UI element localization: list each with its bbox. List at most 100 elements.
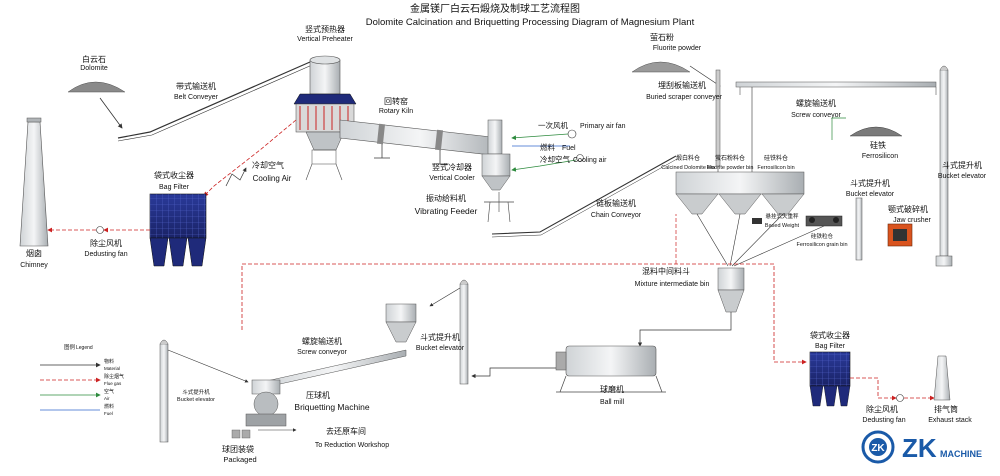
calcined-bin-label-zh: 煅白料仓 bbox=[676, 154, 700, 162]
dedusting-label-zh: 除尘风机 bbox=[90, 238, 122, 248]
exhaust-label-en: Exhaust stack bbox=[928, 417, 972, 424]
legend-air-en: Air bbox=[104, 396, 110, 401]
ferrosilicon-air-line bbox=[831, 117, 846, 140]
legend: 图例 Legend 物料 Material 除尘烟气 Flue gas 空气 A… bbox=[40, 343, 124, 416]
mixture-intermediate-bin bbox=[717, 267, 745, 313]
belt-label-zh: 带式输送机 bbox=[176, 81, 216, 91]
fluorite-label-zh: 萤石粉 bbox=[650, 32, 674, 42]
dedusting-fan-right bbox=[896, 394, 904, 402]
cooling-air-label-en: Cooling Air bbox=[253, 174, 292, 183]
screw-top-label-zh: 螺旋输送机 bbox=[796, 98, 836, 108]
cooler-label-zh: 竖式冷却器 bbox=[432, 162, 472, 172]
hopper-low bbox=[385, 303, 417, 343]
ball-mill bbox=[555, 345, 666, 393]
legend-fluegas-zh: 除尘烟气 bbox=[104, 373, 124, 380]
fluorite-bin-label-en: Fluorite powder bin bbox=[707, 165, 754, 171]
title-zh: 金属镁厂白云石煅烧及制球工艺流程图 bbox=[410, 2, 580, 15]
bag-filter-label-zh: 袋式收尘器 bbox=[154, 170, 194, 180]
bucket-elevator-mid bbox=[855, 197, 863, 261]
belt-conveyer-lower bbox=[117, 64, 313, 142]
cooler-label-en: Vertical Cooler bbox=[429, 175, 475, 182]
weight-label-zh: 悬挂式失重秤 bbox=[765, 212, 799, 220]
primary-air-fan bbox=[567, 129, 577, 139]
vib-feeder-label-en: Vibrating Feeder bbox=[415, 206, 478, 216]
legend-fuel-zh: 燃料 bbox=[104, 403, 114, 410]
ferro-grain-label-en: Ferrosilicon grain bin bbox=[796, 242, 847, 248]
fluorite-pile bbox=[631, 61, 691, 73]
dedusting2-label-en: Dedusting fan bbox=[862, 417, 905, 424]
calcined-bin-label-en: Calcined Dolomite bin bbox=[661, 165, 715, 171]
buried-label-zh: 埋刮板输送机 bbox=[658, 80, 706, 90]
briq-label-en: Briquetting Machine bbox=[294, 402, 369, 412]
ferrosilicon-label-en: Ferrosilicon bbox=[862, 153, 898, 160]
ballmill-label-en: Ball mill bbox=[600, 399, 625, 406]
screw-top-label-en: Screw conveyor bbox=[791, 112, 841, 119]
briq-label-zh: 压球机 bbox=[306, 390, 330, 400]
preheater-label-en: Vertical Preheater bbox=[297, 36, 353, 43]
flue-gas-to-fan2 bbox=[850, 377, 897, 401]
ferrosilicon-label-zh: 硅铁 bbox=[870, 140, 886, 150]
legend-fuel-en: Fuel bbox=[104, 411, 113, 416]
legend-fluegas-en: Flue gas bbox=[104, 381, 122, 386]
vibrating-feeder bbox=[484, 192, 514, 223]
mixture-label-en: Mixture intermediate bin bbox=[635, 281, 710, 288]
cooling-air2-label-en: Cooling air bbox=[573, 157, 607, 164]
primary-air-line bbox=[511, 133, 569, 141]
cooling-air2-label-zh: 冷却空气 bbox=[540, 154, 570, 164]
flue-gas-line-1 bbox=[203, 119, 297, 197]
vib-feeder-label-zh: 振动给料机 bbox=[426, 193, 466, 203]
bucket-left-label-zh: 斗式提升机 bbox=[182, 388, 210, 396]
dedusting-label-en: Dedusting fan bbox=[84, 251, 127, 258]
legend-title-en: Legend bbox=[76, 345, 93, 351]
ferrosilicon-grain-bin bbox=[805, 215, 843, 227]
logo-zk-big: ZK bbox=[902, 433, 937, 463]
legend-air-zh: 空气 bbox=[104, 388, 114, 395]
legend-material-zh: 物料 bbox=[104, 358, 114, 365]
ferro-bin-label-zh: 硅铁料仓 bbox=[764, 154, 788, 162]
dolomite-pile bbox=[67, 81, 126, 93]
bucket-low-label-zh: 斗式提升机 bbox=[420, 332, 460, 342]
belt-conveyer bbox=[117, 61, 311, 139]
bucket-elevator-right bbox=[935, 65, 953, 267]
packaged-bags bbox=[231, 428, 297, 439]
cooling-air-arrow bbox=[225, 167, 247, 187]
logo-text: MACHINE bbox=[940, 449, 982, 459]
ferro-bin-label-en: Ferrosilicon bin bbox=[757, 165, 794, 171]
bag-filter2-label-en: Bag Filter bbox=[815, 343, 846, 350]
bucket-elevator-left bbox=[159, 339, 249, 443]
mixer-to-ballmill bbox=[637, 312, 732, 347]
kiln-label-en: Rotary Kiln bbox=[379, 108, 413, 115]
bucket-left-label-en: Bucket elevator bbox=[177, 397, 215, 403]
dedusting2-label-zh: 除尘风机 bbox=[866, 404, 898, 414]
bucket-low-label-en: Bucket elevator bbox=[416, 345, 465, 352]
cooling-air-label-zh: 冷却空气 bbox=[252, 160, 284, 170]
jaw-crusher bbox=[887, 223, 913, 247]
screw-low-label-zh: 螺旋输送机 bbox=[302, 336, 342, 346]
kiln-label-zh: 回转窑 bbox=[384, 96, 408, 106]
primary-air-label-zh: 一次风机 bbox=[538, 120, 568, 130]
exhaust-stack bbox=[933, 355, 951, 401]
buried-label-en: Buried scraper conveyer bbox=[646, 94, 723, 101]
fuel-label-zh: 燃料 bbox=[540, 142, 555, 152]
chain-conveyor-lower bbox=[491, 158, 678, 238]
logo-mark: ZK bbox=[871, 443, 885, 454]
primary-air-label-en: Primary air fan bbox=[580, 123, 626, 130]
preheater-label-zh: 竖式预热器 bbox=[305, 24, 345, 34]
screw-low-label-en: Screw conveyor bbox=[297, 349, 347, 356]
bag-filter2-label-zh: 袋式收尘器 bbox=[810, 330, 850, 340]
logo-gear-icon bbox=[861, 430, 895, 464]
packaged-label-en: Packaged bbox=[223, 455, 256, 464]
exhaust-label-zh: 排气筒 bbox=[934, 404, 958, 414]
chain-label-en: Chain Conveyor bbox=[591, 212, 642, 219]
rotary-kiln bbox=[339, 119, 501, 165]
bucket-elevator-low bbox=[429, 279, 469, 385]
ballmill-to-elevator bbox=[471, 367, 556, 379]
buried-scraper-conveyer bbox=[715, 69, 721, 180]
briquetting-machine bbox=[245, 379, 287, 427]
bucket-mid-label-en: Bucket elevator bbox=[846, 191, 895, 198]
reduction-label-zh: 去还原车间 bbox=[326, 426, 366, 436]
bag-filter-left bbox=[149, 193, 207, 267]
vertical-preheater bbox=[293, 55, 357, 181]
